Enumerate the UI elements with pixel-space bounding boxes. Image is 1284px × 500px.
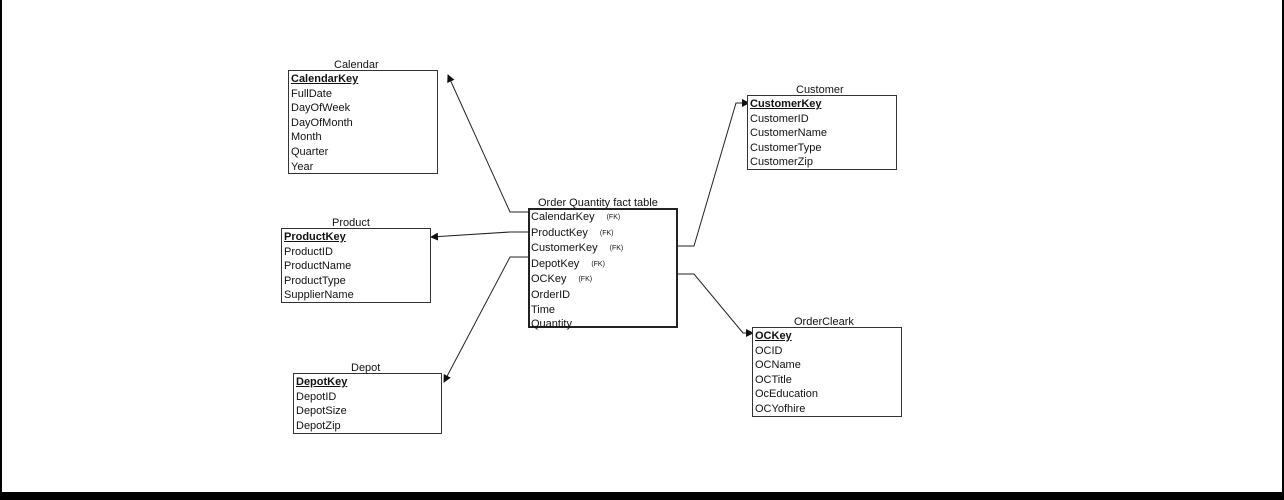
entity-attribute: DayOfWeek xyxy=(291,102,351,115)
fk-marker: (FK) xyxy=(599,229,614,237)
entity-attribute: SupplierName xyxy=(284,289,354,302)
entity-attribute: OCName xyxy=(755,359,801,372)
entity-attribute: OCYofhire xyxy=(755,402,806,415)
entity-attribute: CustomerID xyxy=(750,112,809,125)
entity-orderclerk: OCKey OCID OCName OCTitle OcEducation OC… xyxy=(752,327,902,417)
entity-calendar: CalendarKey FullDate DayOfWeek DayOfMont… xyxy=(288,70,438,174)
entity-attribute: CustomerKey xyxy=(750,98,822,110)
relationship-fact-orderclerk xyxy=(678,273,754,337)
fk-marker: (FK) xyxy=(578,276,593,284)
entity-attribute: OCKey xyxy=(755,330,792,342)
fk-marker: (FK) xyxy=(609,245,624,253)
entity-title-customer: Customer xyxy=(796,84,844,96)
entity-attribute: DepotKey xyxy=(296,376,348,388)
entity-attribute: OCID xyxy=(755,344,783,357)
entity-attribute: CustomerZip xyxy=(750,156,813,169)
entity-attribute: CalendarKey xyxy=(291,73,359,85)
entity-attribute: FullDate xyxy=(291,87,332,100)
entity-title-product: Product xyxy=(332,217,370,229)
entity-attribute: OCTitle xyxy=(755,373,792,386)
entity-attribute: OrderID xyxy=(531,288,571,301)
attribute-name: CustomerKey xyxy=(531,242,598,255)
entity-attribute: DepotKey (FK) xyxy=(531,257,676,273)
entity-attribute: Quantity xyxy=(531,318,572,331)
entity-title-depot: Depot xyxy=(351,362,381,374)
entity-attribute: ProductType xyxy=(284,274,346,287)
entity-attribute: Quarter xyxy=(291,145,329,158)
entity-attribute: Month xyxy=(291,131,322,144)
entity-attribute: CustomerKey (FK) xyxy=(531,241,676,257)
entity-fact-table: CalendarKey (FK) ProductKey (FK) CustomerK… xyxy=(528,208,678,330)
entity-attribute: DepotID xyxy=(296,390,337,403)
attribute-name: OCKey xyxy=(531,273,567,286)
entity-attribute: DepotSize xyxy=(296,405,347,418)
entity-attribute: Year xyxy=(291,160,314,173)
entity-attribute: ProductKey (FK) xyxy=(531,226,676,242)
fk-marker: (FK) xyxy=(591,260,605,268)
entity-attribute: ProductName xyxy=(284,260,352,273)
entity-attribute: ProductID xyxy=(284,245,333,258)
entity-title-fact: Order Quantity fact table xyxy=(538,197,658,209)
entity-attribute: ProductKey xyxy=(284,231,346,243)
entity-customer: CustomerKey CustomerID CustomerName Cust… xyxy=(747,95,897,170)
entity-attribute: DayOfMonth xyxy=(291,116,353,129)
entity-attribute: CustomerName xyxy=(750,127,828,140)
relationship-fact-product xyxy=(430,231,528,241)
entity-attribute: OcEducation xyxy=(755,388,818,401)
fk-marker: (FK) xyxy=(606,214,621,221)
relationship-fact-depot xyxy=(443,256,528,383)
entity-attribute: CustomerType xyxy=(750,141,822,154)
entity-attribute: CalendarKey (FK) xyxy=(531,210,676,226)
entity-product: ProductKey ProductID ProductName Product… xyxy=(281,228,431,303)
entity-title-orderclerk: OrderCleark xyxy=(794,316,854,328)
attribute-name: ProductKey xyxy=(531,226,588,239)
relationship-fact-customer xyxy=(678,99,750,247)
entity-depot: DepotKey DepotID DepotSize DepotZip xyxy=(293,373,442,434)
entity-attribute: OCKey (FK) xyxy=(531,272,676,288)
relationship-fact-calendar xyxy=(447,74,528,213)
attribute-name: DepotKey xyxy=(531,257,580,270)
attribute-name: CalendarKey xyxy=(531,211,595,223)
entity-title-calendar: Calendar xyxy=(334,59,379,71)
entity-attribute: DepotZip xyxy=(296,419,341,432)
entity-attribute: Time xyxy=(531,303,556,316)
